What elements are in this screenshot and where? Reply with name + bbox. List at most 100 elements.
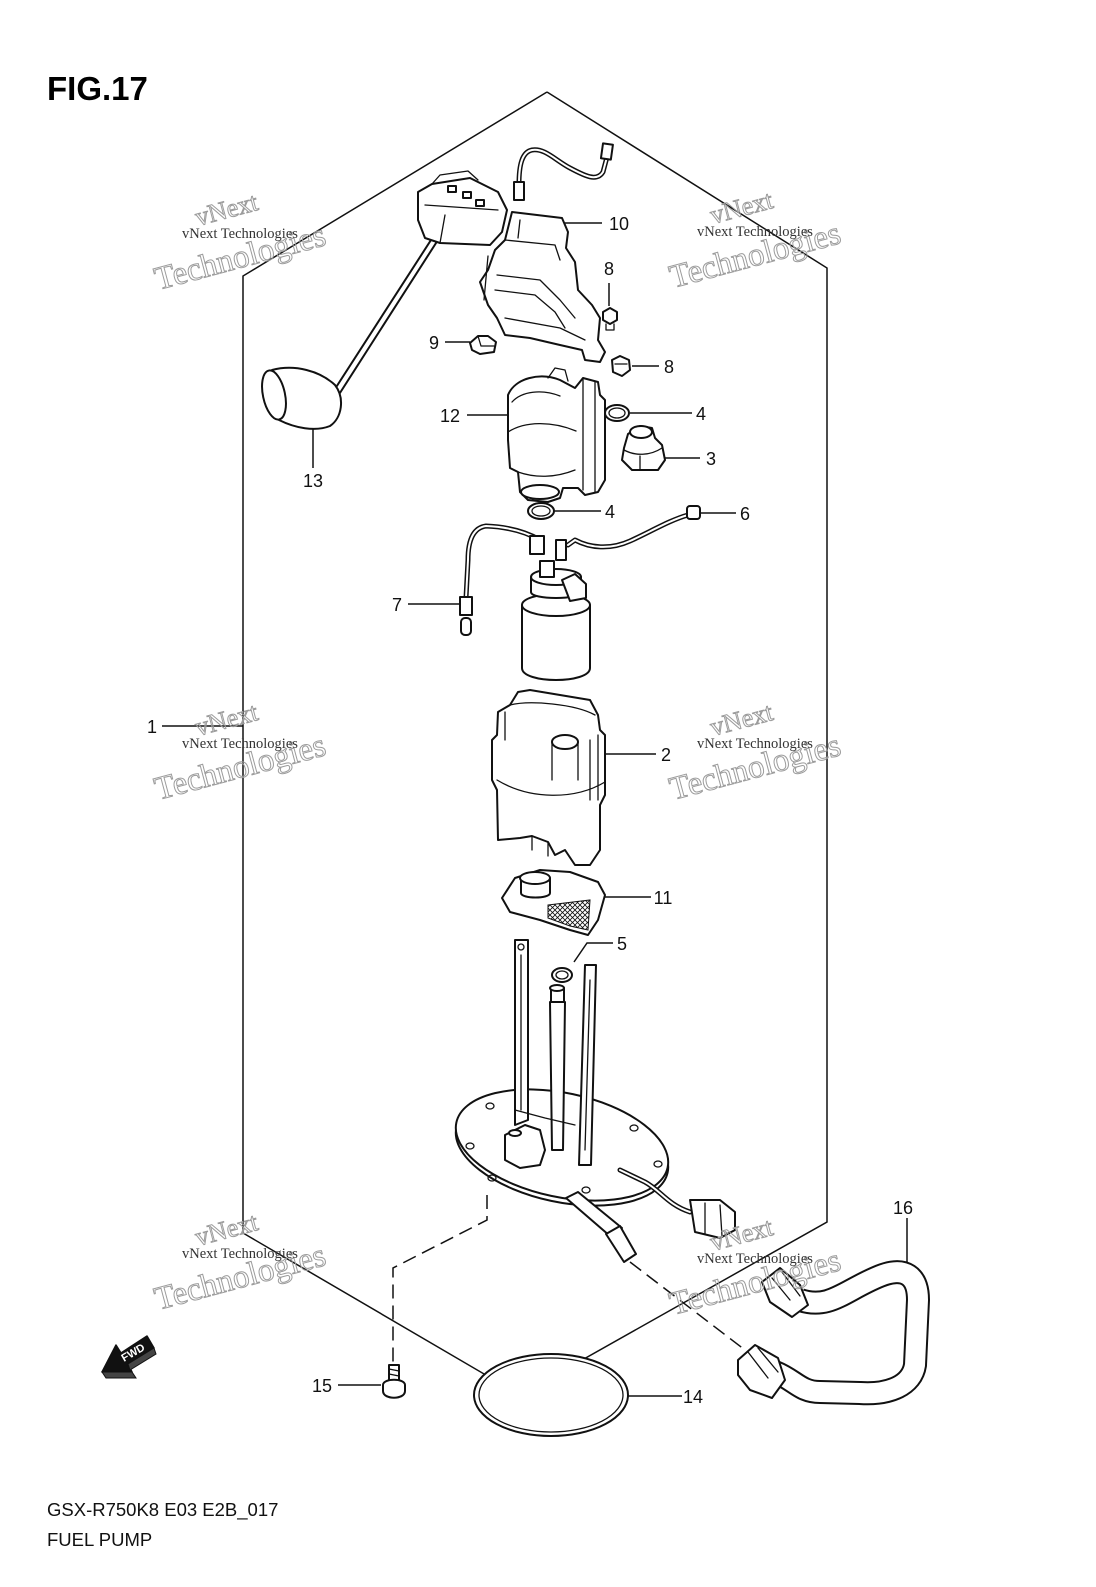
part-fuel-hose bbox=[737, 1260, 930, 1406]
plate-hole bbox=[487, 1174, 497, 1182]
part-base-o-ring bbox=[473, 1353, 629, 1437]
wire-terminal bbox=[529, 535, 545, 555]
wire-terminal-tip bbox=[460, 617, 472, 636]
screw-thread bbox=[388, 1368, 400, 1377]
harness-wire bbox=[516, 147, 610, 187]
part-clip bbox=[469, 335, 497, 355]
part-outlet-stub bbox=[565, 1191, 746, 1351]
gauge-sender-unit bbox=[417, 177, 508, 246]
harness-terminal bbox=[513, 181, 525, 201]
watermark: vNext Technologies vNext Technologies bbox=[150, 697, 330, 809]
watermark-company: vNext Technologies bbox=[182, 226, 298, 242]
wire-terminal bbox=[686, 505, 701, 520]
bolt-head bbox=[611, 355, 631, 377]
callout-2: 2 bbox=[661, 745, 671, 765]
part-pump-holder bbox=[491, 689, 606, 866]
watermark: vNext Technologies vNext Technologies bbox=[665, 697, 845, 809]
bolt-head bbox=[602, 307, 618, 325]
callout-11: 11 bbox=[654, 888, 673, 908]
strainer-mesh bbox=[547, 899, 591, 931]
o-ring-inner bbox=[531, 505, 551, 517]
part-o-ring-small bbox=[551, 967, 573, 983]
wire-lead-inner bbox=[465, 525, 541, 599]
bracket-body bbox=[479, 211, 606, 363]
connector-ribs bbox=[771, 1271, 801, 1301]
clip-body bbox=[469, 335, 497, 355]
hose-connector-lower bbox=[737, 1344, 786, 1399]
callout-3: 3 bbox=[706, 449, 716, 469]
part-wire-6 bbox=[555, 505, 701, 561]
callout-4-upper: 4 bbox=[696, 404, 706, 424]
callout-16: 16 bbox=[893, 1198, 913, 1218]
watermark-company: vNext Technologies bbox=[697, 224, 813, 240]
hose-tube-inner bbox=[770, 1262, 928, 1404]
part-screw bbox=[382, 1195, 488, 1399]
figure-label: FIG.17 bbox=[47, 70, 148, 107]
gauge-arm bbox=[332, 225, 446, 397]
o-ring-inner bbox=[608, 407, 626, 419]
watermark: vNext Technologies vNext Technologies bbox=[150, 187, 330, 299]
o-ring-outer bbox=[551, 967, 573, 983]
callout-1: 1 bbox=[147, 717, 157, 737]
outline-right bbox=[519, 91, 828, 1396]
callout-14: 14 bbox=[683, 1387, 703, 1407]
wire-lead-inner bbox=[567, 514, 689, 548]
assembly-outline bbox=[242, 91, 828, 1396]
model-code: GSX-R750K8 E03 E2B_017 bbox=[47, 1499, 278, 1521]
gauge-float bbox=[271, 366, 342, 430]
watermark-company: vNext Technologies bbox=[697, 736, 813, 752]
rod-right-slot bbox=[584, 979, 591, 1151]
holder-tube bbox=[551, 734, 579, 750]
callout-5: 5 bbox=[617, 934, 627, 954]
bolt-shank bbox=[605, 323, 615, 331]
wire-terminal bbox=[555, 539, 567, 561]
pump-body bbox=[521, 604, 591, 681]
housing-detail bbox=[507, 367, 596, 493]
connector-lead-inner bbox=[619, 1169, 691, 1213]
watermark-company: vNext Technologies bbox=[182, 1246, 298, 1262]
outline-left bbox=[242, 91, 548, 1396]
stub-end bbox=[605, 1225, 637, 1263]
callout-10: 10 bbox=[609, 214, 629, 234]
return-tube-top bbox=[549, 984, 565, 992]
pump-outlet bbox=[539, 560, 555, 578]
plate-hole bbox=[629, 1124, 639, 1132]
callout-13: 13 bbox=[303, 471, 323, 491]
clip-detail bbox=[477, 335, 495, 347]
watermark: vNext Technologies vNext Technologies bbox=[665, 185, 845, 297]
part-o-ring-upper bbox=[604, 404, 630, 422]
leader-5 bbox=[573, 942, 613, 963]
housing-outlet bbox=[520, 484, 560, 500]
fwd-arrow-side bbox=[101, 1347, 157, 1379]
callout-6: 6 bbox=[740, 504, 750, 524]
callout-12: 12 bbox=[440, 406, 460, 426]
pump-connector bbox=[561, 573, 587, 602]
regulator-top bbox=[629, 425, 653, 439]
diagram-title: FUEL PUMP bbox=[47, 1529, 152, 1550]
base-detail bbox=[514, 1109, 576, 1126]
sender-socket bbox=[462, 191, 472, 199]
screw-shank bbox=[388, 1364, 400, 1382]
strainer-inlet-top bbox=[519, 871, 551, 885]
part-pressure-regulator bbox=[621, 425, 666, 471]
part-wire-7 bbox=[459, 523, 545, 636]
fwd-arrow-shape bbox=[101, 1335, 155, 1373]
sender-socket bbox=[475, 199, 485, 207]
callout-numbers: 10 8 8 9 4 12 3 13 4 6 7 1 2 11 5 16 15 … bbox=[147, 214, 913, 1407]
gauge-float-end bbox=[261, 369, 287, 421]
callout-15: 15 bbox=[312, 1376, 332, 1396]
part-fuel-pump-motor bbox=[521, 560, 591, 681]
watermark-company: vNext Technologies bbox=[697, 1251, 813, 1267]
sender-socket bbox=[447, 185, 457, 193]
sender-detail bbox=[424, 170, 499, 244]
part-o-ring-lower bbox=[527, 502, 555, 520]
hose-alignment-dash bbox=[629, 1261, 746, 1351]
screw-alignment-dash bbox=[392, 1195, 488, 1362]
coupler-detail bbox=[704, 1202, 723, 1237]
holder-detail bbox=[496, 702, 606, 857]
part-base-connector-lead bbox=[617, 1167, 736, 1239]
watermark: vNext Technologies vNext Technologies bbox=[150, 1207, 330, 1319]
callout-7: 7 bbox=[392, 595, 402, 615]
screw-head bbox=[382, 1378, 406, 1399]
